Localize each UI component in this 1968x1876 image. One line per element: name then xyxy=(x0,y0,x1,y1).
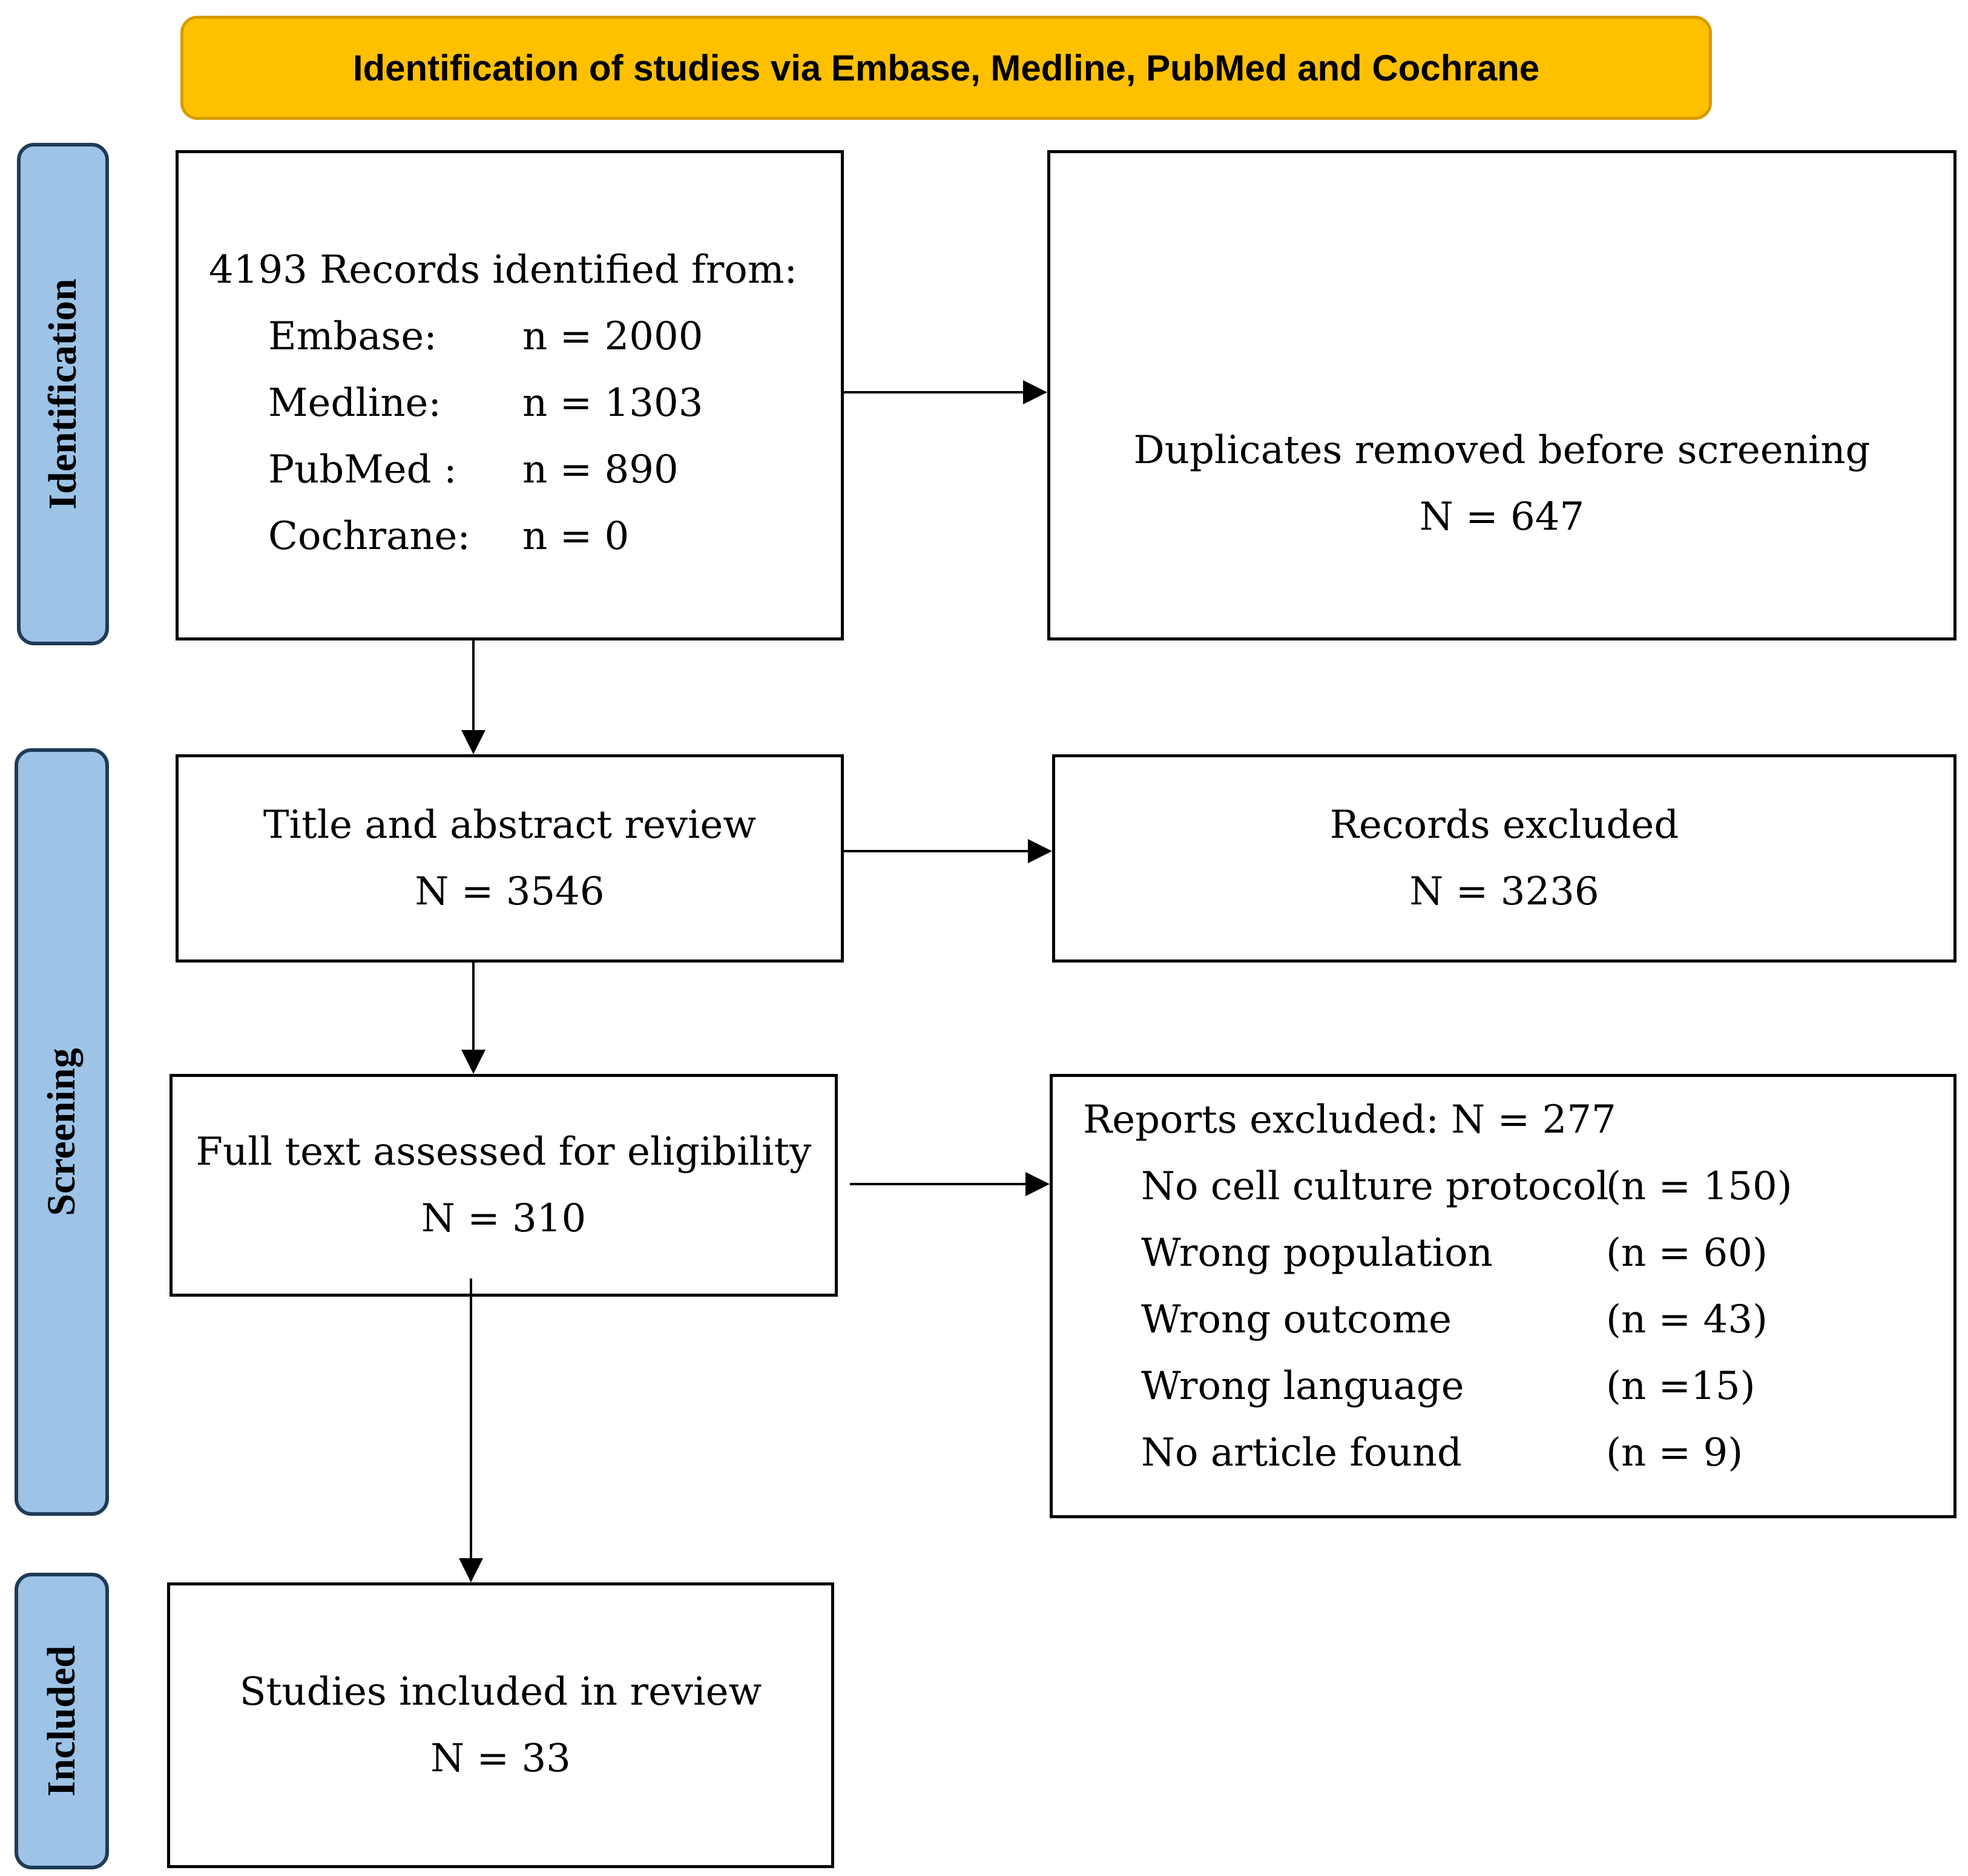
exclusion-reason: No article found xyxy=(1141,1430,1462,1475)
exclusion-count: (n = 9) xyxy=(1606,1430,1743,1475)
exclusion-count: (n =15) xyxy=(1606,1364,1756,1409)
full-text-text: Full text assessed for eligibility N = 3… xyxy=(173,1077,835,1294)
source-row-cochrane: Cochrane: n = 0 xyxy=(268,503,703,570)
phase-included-label: Included xyxy=(39,1645,84,1797)
records-identified-heading: 4193 Records identified from: xyxy=(209,248,798,292)
full-text-label: Full text assessed for eligibility xyxy=(196,1130,812,1174)
exclusion-reason: No cell culture protocol xyxy=(1141,1164,1609,1209)
phase-identification: Identification xyxy=(17,143,109,645)
reports-excluded-heading: Reports excluded: N = 277 xyxy=(1083,1098,1616,1142)
duplicates-removed-box: Duplicates removed before screening N = … xyxy=(1047,150,1956,640)
title-abstract-count: N = 3546 xyxy=(415,869,605,914)
source-row-medline: Medline: n = 1303 xyxy=(268,370,703,436)
exclusion-reason-row: No article found (n = 9) xyxy=(1141,1420,1792,1486)
source-row-embase: Embase: n = 2000 xyxy=(268,303,703,370)
exclusion-count: (n = 150) xyxy=(1606,1164,1792,1209)
reports-excluded-box: Reports excluded: N = 277 No cell cultur… xyxy=(1050,1074,1956,1518)
source-count: n = 0 xyxy=(522,514,630,559)
records-excluded-count: N = 3236 xyxy=(1409,869,1599,914)
studies-included-text: Studies included in review N = 33 xyxy=(170,1585,831,1865)
exclusion-reason-row: Wrong language (n =15) xyxy=(1141,1353,1792,1420)
duplicates-count: N = 647 xyxy=(1419,495,1585,539)
studies-included-count: N = 33 xyxy=(430,1736,571,1781)
source-row-pubmed: PubMed : n = 890 xyxy=(268,436,703,503)
banner-title: Identification of studies via Embase, Me… xyxy=(352,47,1540,88)
phase-included: Included xyxy=(15,1573,109,1869)
exclusion-reason: Wrong population xyxy=(1141,1231,1493,1275)
records-excluded-label: Records excluded xyxy=(1329,803,1679,847)
exclusion-reason: Wrong language xyxy=(1141,1364,1464,1409)
source-name: PubMed : xyxy=(268,447,457,492)
full-text-count: N = 310 xyxy=(421,1196,587,1241)
phase-screening: Screening xyxy=(15,748,109,1516)
header-banner: Identification of studies via Embase, Me… xyxy=(180,16,1712,120)
title-abstract-box: Title and abstract review N = 3546 xyxy=(176,754,844,963)
source-name: Cochrane: xyxy=(268,514,470,559)
exclusion-reason-row: Wrong population (n = 60) xyxy=(1141,1220,1792,1286)
title-abstract-text: Title and abstract review N = 3546 xyxy=(179,757,841,959)
exclusion-count: (n = 43) xyxy=(1606,1297,1768,1342)
exclusion-reason-row: No cell culture protocol (n = 150) xyxy=(1141,1153,1792,1220)
duplicates-label: Duplicates removed before screening xyxy=(1133,428,1871,473)
records-identified-box: 4193 Records identified from: Embase: n … xyxy=(176,150,844,640)
records-excluded-text: Records excluded N = 3236 xyxy=(1055,757,1953,959)
studies-included-label: Studies included in review xyxy=(239,1670,762,1714)
source-name: Medline: xyxy=(268,381,441,426)
source-list: Embase: n = 2000 Medline: n = 1303 PubMe… xyxy=(268,303,703,570)
source-count: n = 1303 xyxy=(522,381,703,426)
exclusion-count: (n = 60) xyxy=(1606,1231,1768,1275)
studies-included-box: Studies included in review N = 33 xyxy=(167,1582,834,1868)
phase-identification-label: Identification xyxy=(41,278,85,510)
full-text-box: Full text assessed for eligibility N = 3… xyxy=(169,1074,838,1297)
records-excluded-box: Records excluded N = 3236 xyxy=(1052,754,1956,963)
exclusion-reasons-list: No cell culture protocol (n = 150) Wrong… xyxy=(1141,1153,1792,1486)
exclusion-reason: Wrong outcome xyxy=(1141,1297,1452,1342)
title-abstract-label: Title and abstract review xyxy=(263,803,757,847)
source-count: n = 2000 xyxy=(522,314,703,359)
duplicates-text: Duplicates removed before screening N = … xyxy=(1050,417,1953,550)
exclusion-reason-row: Wrong outcome (n = 43) xyxy=(1141,1286,1792,1353)
source-count: n = 890 xyxy=(522,447,679,492)
source-name: Embase: xyxy=(268,314,437,359)
phase-screening-label: Screening xyxy=(39,1048,84,1216)
